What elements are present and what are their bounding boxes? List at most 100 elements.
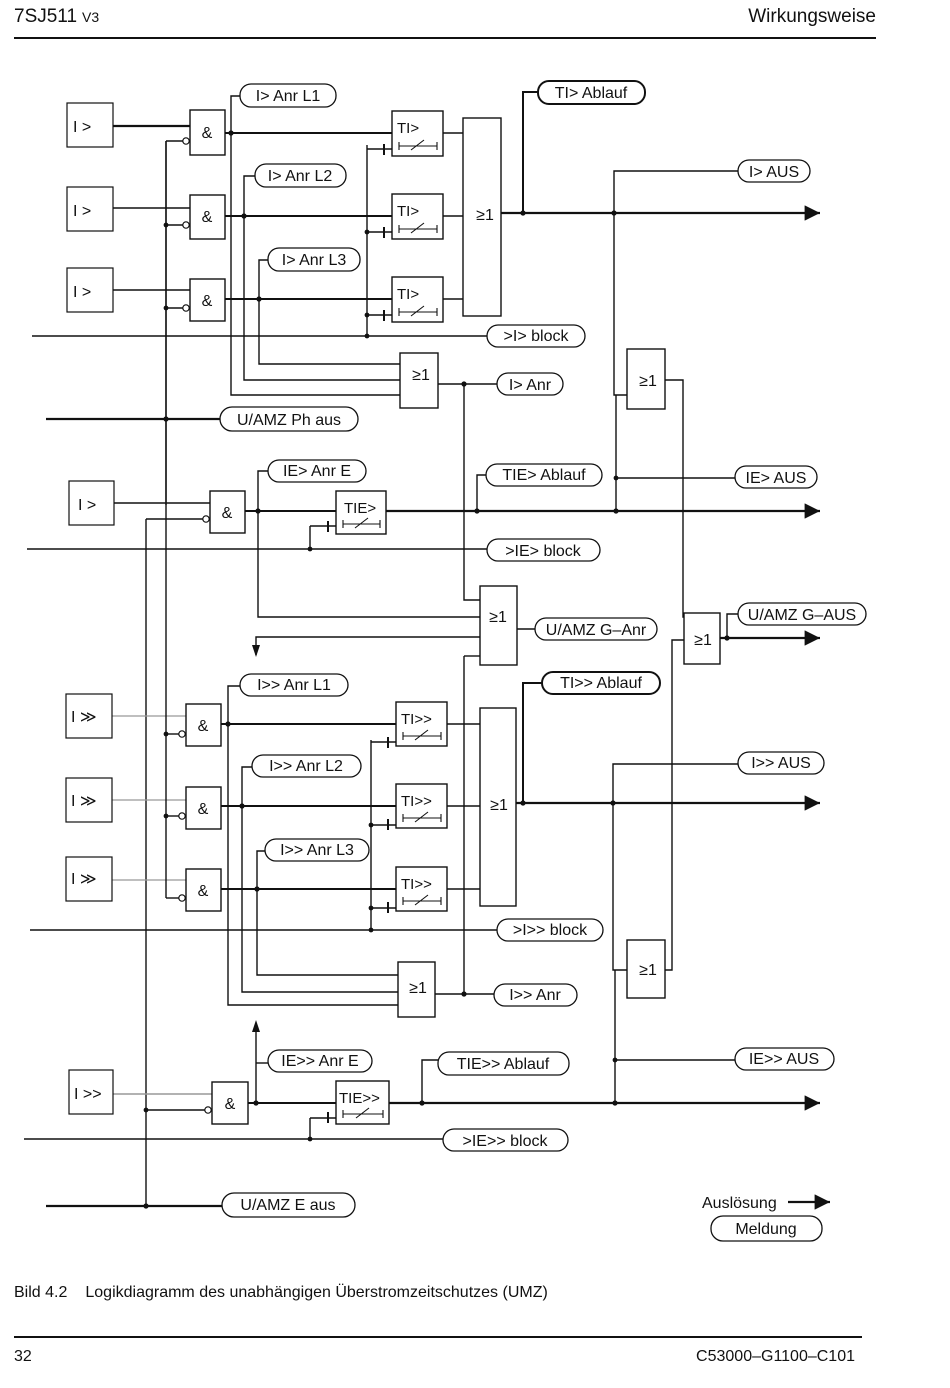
timer-label: TI> bbox=[397, 286, 419, 303]
msg-i-aus: I> AUS bbox=[749, 164, 799, 181]
msg-tii-ablauf: TI>> Ablauf bbox=[560, 675, 642, 692]
input-i-gt-l2 bbox=[66, 186, 114, 232]
timer-label: TI> bbox=[397, 120, 419, 137]
or-label: ≥1 bbox=[490, 797, 508, 814]
input-label: I >> bbox=[74, 1086, 102, 1103]
and-label: & bbox=[225, 1096, 236, 1113]
timer-label: TIE>> bbox=[339, 1090, 380, 1107]
signal-arrows bbox=[252, 645, 260, 1032]
msg-ph-aus: U/AMZ Ph aus bbox=[237, 412, 341, 429]
wires-iie bbox=[24, 141, 820, 1208]
and-label: & bbox=[202, 293, 213, 310]
or-label: ≥1 bbox=[694, 632, 712, 649]
input-label: I > bbox=[73, 203, 91, 220]
or-label: ≥1 bbox=[412, 367, 430, 384]
msg-anr-l3: I> Anr L3 bbox=[282, 252, 347, 269]
msg-ie-aus: IE> AUS bbox=[746, 470, 807, 487]
timer-label: TIE> bbox=[344, 500, 376, 517]
or-label: ≥1 bbox=[476, 207, 494, 224]
msg-ti-ablauf: TI> Ablauf bbox=[555, 85, 628, 102]
msg-ii-anr: I>> Anr bbox=[509, 987, 561, 1004]
inversion-bubbles bbox=[178, 137, 212, 1114]
and-label: & bbox=[198, 718, 209, 735]
input-labels: I > I > I > I > I ≫ I ≫ I ≫ I >> bbox=[71, 119, 102, 1103]
input-ie-gt bbox=[68, 480, 115, 526]
msg-i-anr: I> Anr bbox=[509, 377, 552, 394]
page-number: 32 bbox=[14, 1348, 32, 1365]
message-labels: I> Anr L1 TI> Ablauf I> Anr L2 I> AUS I>… bbox=[237, 85, 856, 1214]
input-i-gt-l3 bbox=[66, 267, 114, 313]
timer-blocks bbox=[335, 110, 448, 1125]
figure-number: Bild 4.2 bbox=[14, 1284, 68, 1301]
input-label: I > bbox=[73, 119, 91, 136]
msg-tiie-ablauf: TIE>> Ablauf bbox=[457, 1056, 550, 1073]
figure-caption: Bild 4.2 Logikdiagramm des unabhängigen Ü… bbox=[14, 1284, 548, 1302]
timer-label: TI> bbox=[397, 203, 419, 220]
legend-trip-label: Auslösung bbox=[702, 1195, 777, 1212]
or-label: ≥1 bbox=[639, 962, 657, 979]
input-label: I ≫ bbox=[71, 871, 97, 888]
legend: Auslösung Meldung bbox=[702, 1194, 830, 1238]
timer-label: TI>> bbox=[401, 793, 432, 810]
and-label: & bbox=[202, 125, 213, 142]
message-pills bbox=[219, 80, 867, 1242]
msg-anr-l1: I> Anr L1 bbox=[256, 88, 321, 105]
timer-symbols bbox=[342, 139, 442, 1119]
input-label: I > bbox=[73, 284, 91, 301]
msg-e-aus: U/AMZ E aus bbox=[240, 1197, 335, 1214]
header-version: V3 bbox=[82, 9, 100, 25]
input-label: I ≫ bbox=[71, 709, 97, 726]
input-i-gg-l3 bbox=[65, 856, 113, 902]
msg-anr-l2: I> Anr L2 bbox=[268, 168, 333, 185]
wires-i-gg bbox=[112, 715, 188, 881]
timer-label: TI>> bbox=[401, 876, 432, 893]
wires-ie-gt bbox=[27, 395, 820, 1206]
junction-dots bbox=[143, 130, 730, 1209]
header-rule bbox=[14, 37, 876, 39]
msg-ii-anr-l2: I>> Anr L2 bbox=[269, 758, 343, 775]
header-section: Wirkungsweise bbox=[748, 6, 876, 27]
msg-ie-anr-e: IE> Anr E bbox=[283, 463, 351, 480]
and-label: & bbox=[222, 505, 233, 522]
footer-rule bbox=[14, 1336, 862, 1338]
msg-ii-anr-l1: I>> Anr L1 bbox=[257, 677, 331, 694]
input-label: I > bbox=[78, 497, 96, 514]
input-i-gg-l1 bbox=[65, 693, 113, 739]
or-label: ≥1 bbox=[409, 980, 427, 997]
and-gate-labels: & & & & & & & & bbox=[198, 125, 236, 1113]
msg-tie-ablauf: TIE> Ablauf bbox=[502, 467, 586, 484]
timer-labels: TI> TI> TI> TIE> TI>> TI>> TI>> TIE>> bbox=[339, 120, 432, 1107]
and-gates bbox=[185, 109, 249, 1125]
msg-ii-anr-l3: I>> Anr L3 bbox=[280, 842, 354, 859]
timer-block-bars bbox=[327, 144, 389, 1123]
document-code: C53000–G1100–C101 bbox=[696, 1348, 855, 1365]
or-gate-labels: ≥1 ≥1 ≥1 ≥1 ≥1 ≥1 ≥1 ≥1 bbox=[409, 207, 712, 997]
msg-iie-aus: IE>> AUS bbox=[749, 1051, 819, 1068]
header-model-name: 7SJ511 bbox=[14, 6, 78, 27]
input-blocks bbox=[65, 102, 115, 1115]
msg-iie-block: >IE>> block bbox=[463, 1133, 549, 1150]
input-i-gg-l2 bbox=[65, 777, 113, 823]
msg-ii-aus: I>> AUS bbox=[751, 755, 811, 772]
and-label: & bbox=[198, 883, 209, 900]
figure-title: Logikdiagramm des unabhängigen Überstrom… bbox=[85, 1284, 548, 1301]
msg-ie-block: >IE> block bbox=[505, 543, 582, 560]
msg-iie-anr-e: IE>> Anr E bbox=[281, 1053, 358, 1070]
msg-i-block: >I> block bbox=[504, 328, 570, 345]
wires-i-gt bbox=[32, 91, 820, 601]
or-label: ≥1 bbox=[639, 373, 657, 390]
input-label: I ≫ bbox=[71, 793, 97, 810]
or-label: ≥1 bbox=[489, 609, 507, 626]
input-i-gt-l1 bbox=[66, 102, 114, 148]
legend-message-label: Meldung bbox=[735, 1221, 796, 1238]
input-ie-gg bbox=[68, 1069, 114, 1115]
msg-g-aus: U/AMZ G–AUS bbox=[748, 607, 856, 624]
wires-i-gg-main bbox=[30, 656, 820, 1006]
and-label: & bbox=[198, 801, 209, 818]
timer-label: TI>> bbox=[401, 711, 432, 728]
or-gates bbox=[397, 117, 721, 1018]
and-label: & bbox=[202, 209, 213, 226]
msg-ii-block: >I>> block bbox=[513, 922, 588, 939]
